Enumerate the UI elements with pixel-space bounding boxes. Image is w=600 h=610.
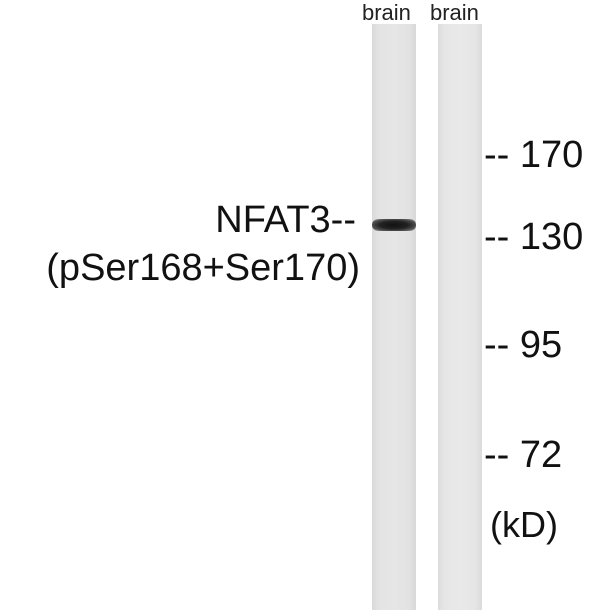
lane-2-label: brain	[430, 0, 479, 25]
blot-lane-2	[438, 24, 482, 610]
unit-label: (kD)	[490, 504, 558, 545]
blot-lane-1	[372, 24, 416, 610]
protein-name-label: NFAT3--	[215, 199, 356, 241]
marker-95: -- 95	[484, 324, 563, 366]
protein-modification-label: (pSer168+Ser170)	[46, 247, 360, 289]
marker-130: -- 130	[484, 216, 584, 258]
lane-1-label: brain	[362, 0, 411, 25]
marker-72: -- 72	[484, 434, 563, 476]
protein-band	[372, 219, 416, 231]
marker-170: -- 170	[484, 134, 584, 176]
